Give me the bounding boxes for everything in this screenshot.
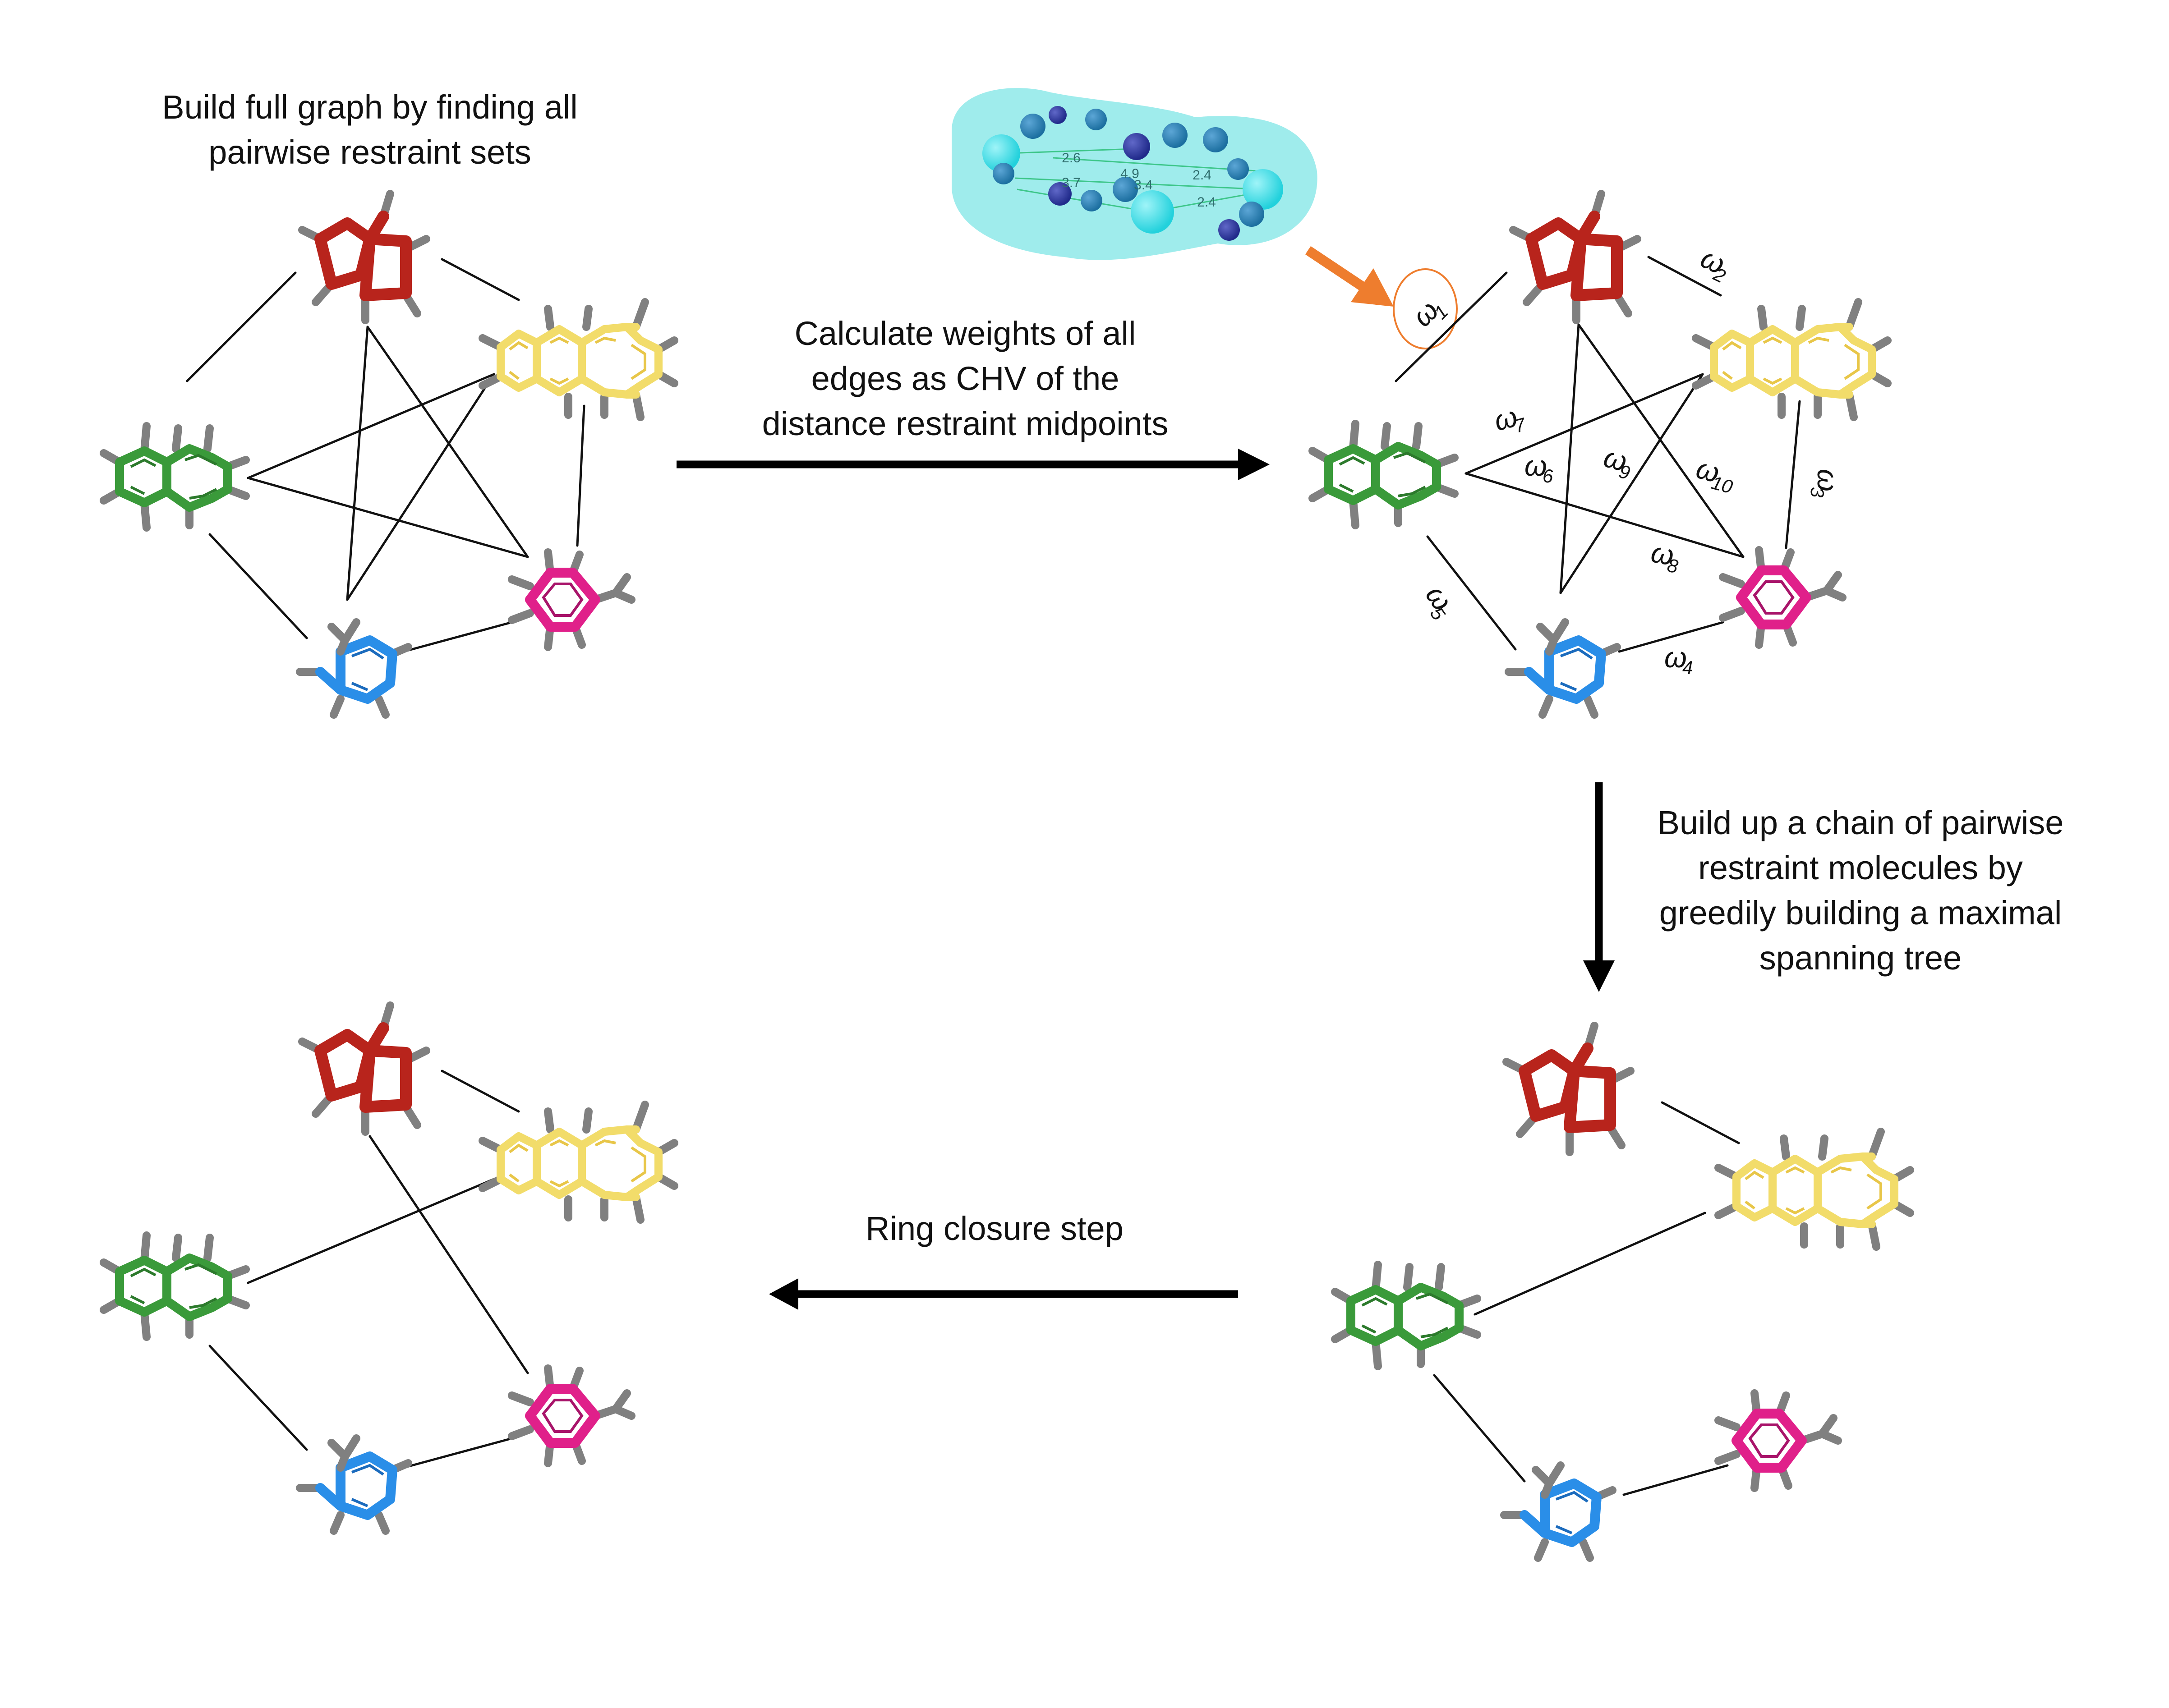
distance-label: 3.4 <box>1134 178 1153 193</box>
arrow-right-head <box>1238 449 1270 480</box>
molecule-naphthalene <box>104 1235 246 1337</box>
graph-edge <box>247 477 529 558</box>
highlight-arrow <box>1305 246 1394 307</box>
svg-text:4: 4 <box>1682 657 1693 678</box>
distance-label: 3.7 <box>1062 175 1081 190</box>
edge-weight-label-w2: ω 2 <box>1696 241 1730 287</box>
graph-edge <box>1433 1374 1526 1483</box>
distance-label: 2.4 <box>1193 168 1211 183</box>
molecule-styrene <box>1718 1393 1838 1488</box>
caption-weights-line-3: distance restraint midpoints <box>762 405 1169 442</box>
molecule-aniline <box>1504 1465 1612 1558</box>
graph-edge-w10 <box>1559 373 1704 594</box>
graph-edge-w5 <box>1426 535 1517 651</box>
graph-edge <box>402 1437 513 1469</box>
graph-edge <box>366 326 529 558</box>
graph-edge <box>441 258 520 301</box>
graph-edge <box>346 326 369 601</box>
graph-edge <box>247 1178 495 1284</box>
caption-ring-closure: Ring closure step <box>866 1210 1124 1247</box>
edge-weight-label-w8: ω 8 <box>1649 536 1680 577</box>
ring-closure-edges <box>208 1070 529 1469</box>
ring-closure-panel <box>104 1006 674 1531</box>
caption-weights-line-1: Calculate weights of all <box>795 315 1136 352</box>
edge-weight-label-w7: ω 7 <box>1491 400 1529 437</box>
graph-edge-w2 <box>1647 256 1722 297</box>
svg-text:3: 3 <box>1807 487 1828 497</box>
spanning-tree-panel <box>1335 1026 1910 1558</box>
graph-edge-w1 <box>1395 271 1508 382</box>
molecule-styrene <box>512 552 631 647</box>
arrow-left-head <box>769 1278 798 1310</box>
graph-edge <box>346 373 495 601</box>
molecule-bicyclic <box>1513 194 1637 320</box>
weighted-graph-edges <box>1395 256 1801 653</box>
svg-text:7: 7 <box>1512 413 1528 437</box>
omega-1-highlight-circle <box>1393 268 1458 349</box>
svg-text:6: 6 <box>1543 465 1553 487</box>
graph-edge <box>1474 1212 1706 1316</box>
caption-spanning-tree-line-4: spanning tree <box>1759 939 1962 977</box>
graph-edge <box>402 621 513 653</box>
weighted-graph-panel: ω 1 ω 2 ω 3 ω 4 ω 5 ω 6 ω 7 ω 8 <box>1312 194 1888 715</box>
caption-full-graph-line-1: Build full graph by finding all <box>162 88 577 126</box>
svg-text:ω: ω <box>1664 641 1687 674</box>
edge-weight-label-w6: ω 6 <box>1524 450 1553 487</box>
edge-weight-label-w3: ω 3 <box>1807 469 1844 497</box>
distance-label: 2.4 <box>1197 195 1216 210</box>
graph-edge <box>208 1345 308 1451</box>
caption-spanning-tree-line-2: restraint molecules by <box>1698 849 2023 886</box>
molecule-anthracene <box>483 302 674 417</box>
graph-edge <box>576 404 585 547</box>
distance-label: 4.9 <box>1120 166 1139 181</box>
molecule-aniline <box>300 622 408 715</box>
arrow-down-head <box>1583 960 1615 992</box>
edge-weight-label-w5: ω 5 <box>1419 579 1459 624</box>
edge-weight-label-w9: ω 9 <box>1600 441 1632 484</box>
molecule-bicyclic <box>302 194 426 320</box>
caption-spanning-tree-line-3: greedily building a maximal <box>1659 894 2062 932</box>
spanning-tree-edges <box>1433 1101 1740 1496</box>
caption-full-graph-line-2: pairwise restraint sets <box>208 133 531 171</box>
graph-edge <box>208 533 308 639</box>
molecule-aniline <box>1509 622 1617 715</box>
edge-weight-label-w10: ω 10 <box>1693 452 1735 498</box>
restraint-surface-inset: 2.6 4.9 2.4 3.7 3.4 2.4 <box>952 88 1317 260</box>
graph-edge <box>368 1135 529 1374</box>
molecule-naphthalene <box>1335 1265 1477 1366</box>
molecule-anthracene <box>483 1105 674 1220</box>
molecule-bicyclic <box>302 1006 426 1132</box>
graph-edge <box>441 1070 520 1113</box>
edge-weight-label-w1: ω 1 <box>1406 294 1452 333</box>
distance-label: 2.6 <box>1062 151 1081 165</box>
molecule-naphthalene <box>104 426 246 528</box>
graph-edge <box>247 373 495 479</box>
graph-edge <box>1622 1464 1729 1496</box>
molecule-anthracene <box>1696 302 1888 417</box>
svg-text:ω: ω <box>1524 450 1547 482</box>
molecule-bicyclic <box>1506 1026 1630 1152</box>
caption-spanning-tree-line-1: Build up a chain of pairwise <box>1658 804 2064 841</box>
graph-edge <box>1661 1101 1740 1144</box>
graph-edge-w7 <box>1464 373 1704 475</box>
molecule-anthracene <box>1718 1132 1910 1247</box>
graph-edge-w9 <box>1577 323 1745 558</box>
graph-edge-w6 <box>1559 323 1580 594</box>
svg-text:ω: ω <box>1649 536 1676 572</box>
full-graph-edges <box>186 258 585 653</box>
molecule-styrene <box>1723 550 1842 645</box>
full-graph-panel <box>104 194 674 715</box>
caption-weights-line-2: edges as CHV of the <box>811 360 1119 397</box>
graph-edge-w4 <box>1618 621 1724 653</box>
molecule-styrene <box>512 1368 631 1463</box>
graph-edge <box>186 271 297 382</box>
graph-edge-w3 <box>1785 400 1801 549</box>
edge-weight-label-w4: ω 4 <box>1664 641 1693 678</box>
molecule-aniline <box>300 1438 408 1531</box>
graph-edge-w8 <box>1464 472 1745 558</box>
svg-text:ω: ω <box>1811 469 1844 491</box>
atoms <box>982 106 1283 241</box>
molecule-naphthalene <box>1312 424 1455 525</box>
